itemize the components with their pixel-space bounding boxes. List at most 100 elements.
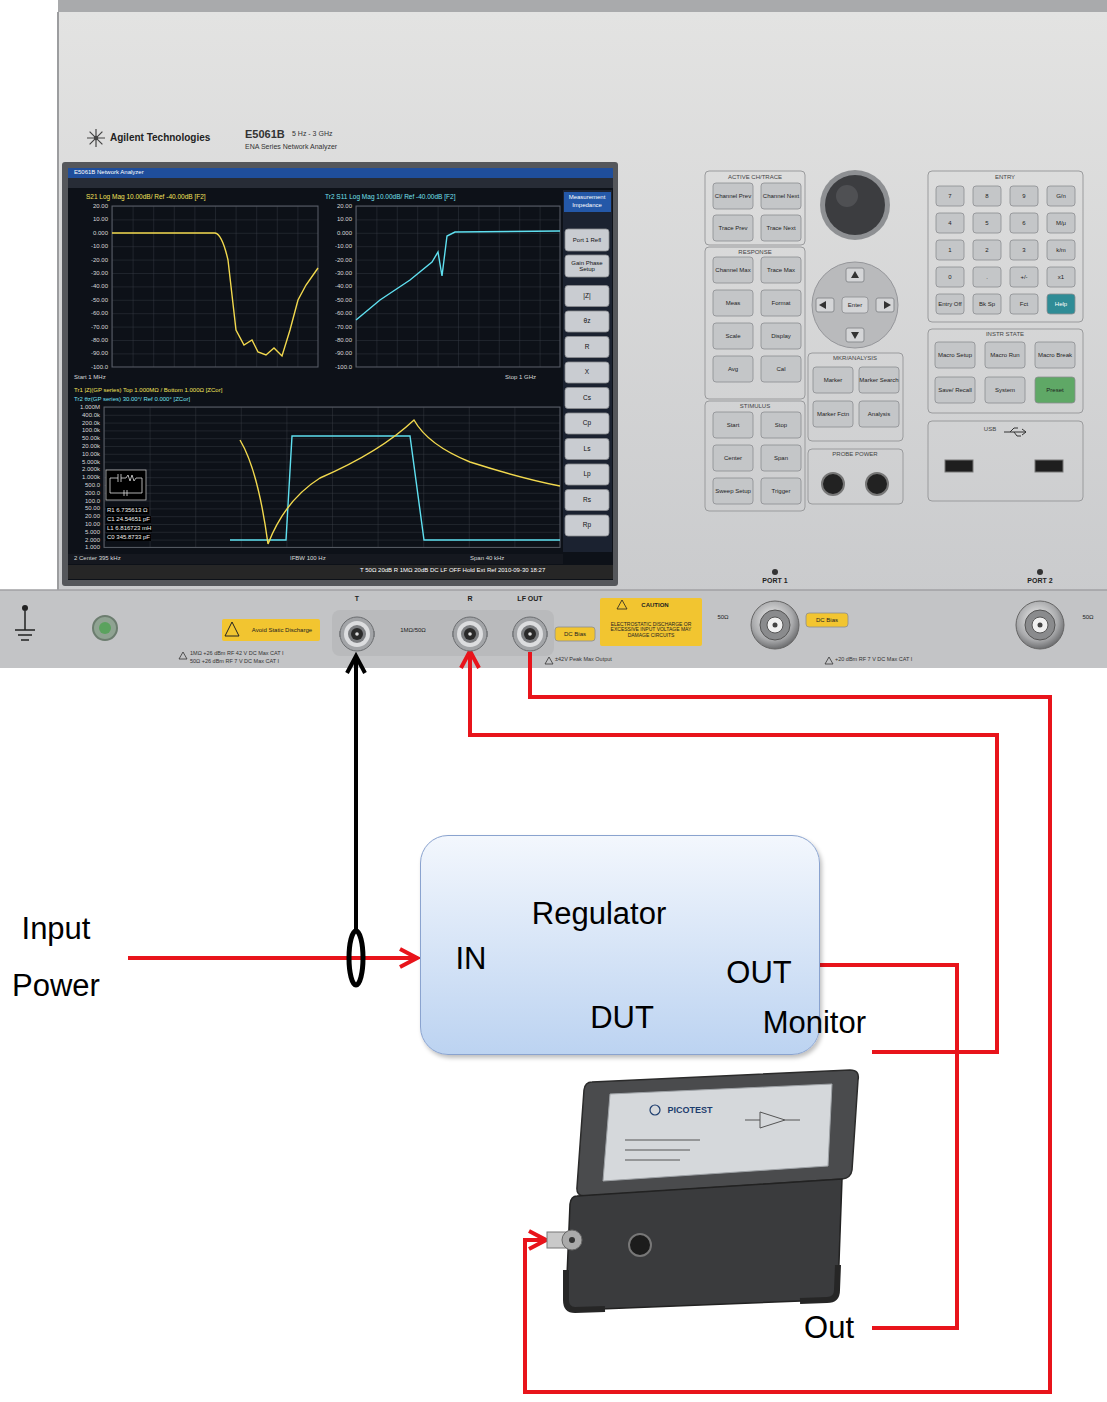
status-line: T 50Ω 20dB R 1MΩ 20dB DC LF OFF Hold Ext… bbox=[360, 567, 545, 574]
block-title: DUT bbox=[590, 1000, 654, 1036]
axis-value: -100.0 bbox=[91, 364, 108, 371]
axis-value: 10.00 bbox=[93, 216, 108, 223]
signal-wire bbox=[525, 652, 1050, 1392]
rating-marking: 50Ω +26 dBm RF 7 V DC Max CAT I bbox=[190, 658, 279, 664]
axis-value: 2.000 bbox=[85, 537, 100, 544]
key-cap bbox=[1047, 240, 1075, 260]
key-cap bbox=[713, 478, 753, 504]
series-name: ENA Series Network Analyzer bbox=[245, 143, 337, 151]
ground-terminal bbox=[15, 605, 35, 640]
navigation-keys bbox=[812, 262, 898, 348]
key-cap bbox=[555, 627, 595, 641]
port-name: LF OUT bbox=[517, 594, 542, 604]
key-cap bbox=[973, 186, 1001, 206]
port-name: Monitor bbox=[763, 1005, 866, 1041]
brand-name: Agilent Technologies bbox=[110, 132, 210, 144]
screen bbox=[68, 554, 563, 564]
warning-title: CAUTION bbox=[641, 602, 668, 609]
fit-value: R1 6.735613 Ω bbox=[106, 507, 149, 514]
key-cap bbox=[761, 323, 801, 349]
ground-terminal bbox=[15, 611, 35, 640]
injector-housing bbox=[562, 1230, 582, 1250]
key-label: 6 bbox=[1010, 213, 1038, 233]
key-label: 0 bbox=[936, 267, 964, 287]
axis-value: 20.00 bbox=[337, 203, 352, 210]
screen bbox=[356, 206, 560, 367]
test-ports bbox=[760, 610, 790, 640]
instrument-housing bbox=[0, 590, 1107, 668]
key-label: Marker bbox=[813, 367, 853, 393]
axis-value: 1.000M bbox=[80, 404, 100, 411]
fit-value: C0 345.8733 pF bbox=[106, 534, 151, 541]
axis-value: -50.00 bbox=[91, 297, 108, 304]
bnc-connector bbox=[355, 632, 359, 636]
test-ports bbox=[1037, 569, 1043, 575]
receiver-port-panel bbox=[332, 610, 554, 656]
key-label: Sweep Setup bbox=[713, 478, 753, 504]
injector-housing bbox=[650, 1105, 660, 1115]
instrument-housing bbox=[0, 0, 1107, 668]
key-label: Display bbox=[761, 323, 801, 349]
key-cap bbox=[936, 267, 964, 287]
bnc-output-port: LF OUT bbox=[510, 594, 550, 652]
key-label: +/- bbox=[1010, 267, 1038, 287]
key-label: 2 bbox=[973, 240, 1001, 260]
key-label: Meas bbox=[713, 290, 753, 316]
key-cap bbox=[1035, 377, 1075, 403]
key-label: 1 bbox=[936, 240, 964, 260]
regulator-box: RegulatorINOUTDUT bbox=[420, 835, 820, 1055]
key-label: G/n bbox=[1047, 186, 1075, 206]
axis-value: 50.00k bbox=[82, 435, 100, 442]
key-label: Analysis bbox=[859, 401, 899, 427]
instrument-housing bbox=[57, 12, 59, 594]
axis-value: 2.000k bbox=[82, 466, 100, 473]
key-group-frames bbox=[928, 329, 1083, 413]
screen bbox=[112, 206, 318, 367]
if-bandwidth: IFBW 100 Hz bbox=[290, 555, 326, 562]
key-group-frames bbox=[705, 171, 805, 245]
key-label: Cal bbox=[761, 356, 801, 382]
axis-value: -70.00 bbox=[335, 324, 352, 331]
key-label: Trace Next bbox=[761, 215, 801, 241]
key-label: Trace Prev bbox=[713, 215, 753, 241]
test-ports bbox=[751, 569, 1064, 649]
key-cap bbox=[985, 377, 1025, 403]
key-label: Format bbox=[761, 290, 801, 316]
test-ports bbox=[773, 623, 778, 628]
trace-header: Tr2 S11 Log Mag 10.00dB/ Ref -40.00dB [F… bbox=[325, 193, 455, 200]
impedance-marking: 1MΩ/50Ω bbox=[400, 627, 426, 634]
input-power-wire bbox=[128, 956, 416, 960]
key-label: Macro Setup bbox=[935, 342, 975, 368]
key-label: Center bbox=[713, 445, 753, 471]
screen bbox=[110, 474, 142, 496]
key-cap bbox=[565, 388, 609, 409]
softkey: Ls bbox=[565, 439, 609, 460]
axis-value: -60.00 bbox=[91, 310, 108, 317]
key-cap bbox=[1035, 342, 1075, 368]
key-cap bbox=[565, 439, 609, 460]
current-probe bbox=[349, 931, 363, 985]
key-cap bbox=[813, 367, 853, 393]
key-group-frames bbox=[928, 171, 1083, 322]
key-label: Channel Next bbox=[761, 183, 801, 209]
bnc-connector bbox=[452, 617, 488, 651]
axis-value: 10.00 bbox=[337, 216, 352, 223]
key-cap bbox=[1010, 267, 1038, 287]
navigation-keys bbox=[819, 271, 891, 339]
block-title: Regulator bbox=[532, 896, 666, 932]
bnc-connector bbox=[464, 628, 476, 640]
softkey: Cs bbox=[565, 388, 609, 409]
softkey: Rp bbox=[565, 515, 609, 536]
bias-marking: DC Bias bbox=[806, 613, 848, 627]
axis-value: -100.0 bbox=[335, 364, 352, 371]
key-group-frames bbox=[808, 449, 903, 504]
axis-value: -20.00 bbox=[91, 257, 108, 264]
key-cap bbox=[1047, 186, 1075, 206]
key-label: Bk Sp bbox=[973, 294, 1001, 314]
axis-value: -90.00 bbox=[91, 350, 108, 357]
key-group-frames bbox=[705, 171, 1083, 511]
axis-value: -30.00 bbox=[335, 270, 352, 277]
softkey: Cp bbox=[565, 413, 609, 434]
axis-value: -70.00 bbox=[91, 324, 108, 331]
screen bbox=[68, 168, 613, 178]
